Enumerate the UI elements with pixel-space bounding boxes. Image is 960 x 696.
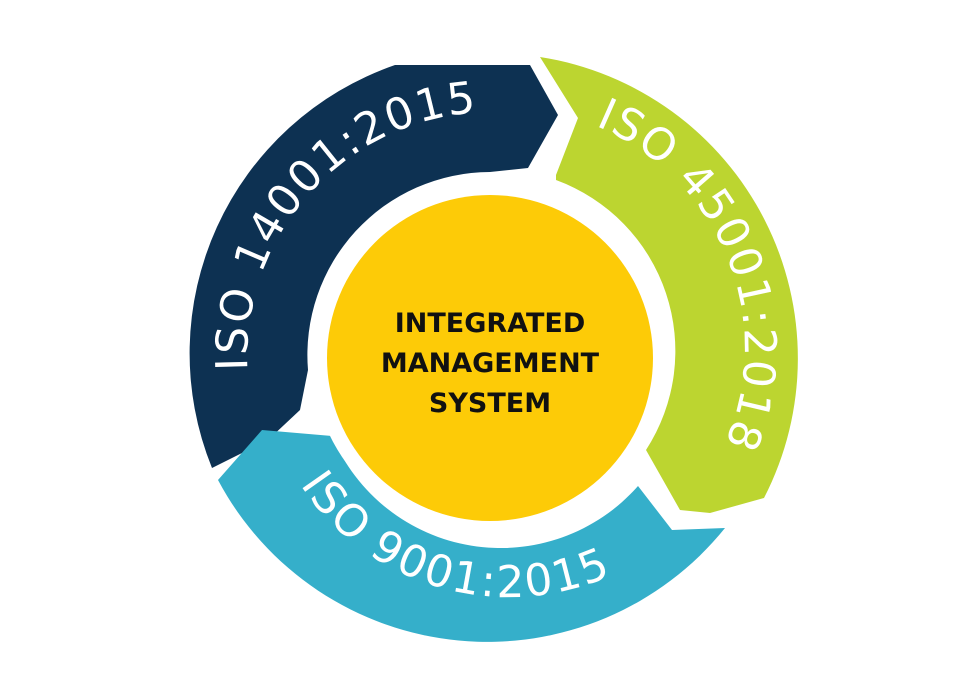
segment-shape-green xyxy=(540,57,798,513)
segment-shape-navy xyxy=(189,65,558,468)
segment-shape-cyan xyxy=(218,430,725,642)
center-title-line-3: SYSTEM xyxy=(429,388,551,419)
center-circle xyxy=(327,195,653,521)
center-title-line-1: INTEGRATED xyxy=(395,308,586,339)
center-title-line-2: MANAGEMENT xyxy=(381,348,600,379)
